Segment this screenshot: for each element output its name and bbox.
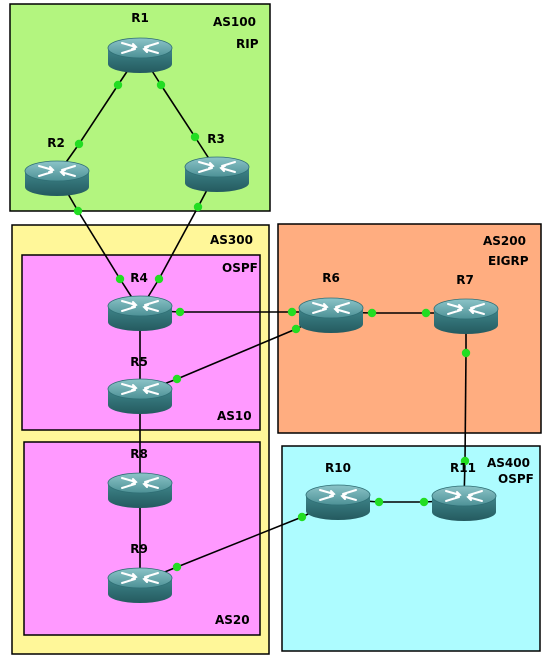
port-r7-r11-0[interactable] (461, 348, 471, 358)
port-r2-r4-0[interactable] (73, 206, 83, 216)
port-r10-r11-0[interactable] (374, 497, 384, 507)
zone-as400-subtitle: OSPF (498, 472, 534, 486)
router-arrows-icon (198, 161, 236, 173)
router-r10[interactable]: R10 (305, 461, 371, 520)
router-arrows-icon (445, 490, 483, 502)
router-label-r3: R3 (207, 132, 225, 146)
router-arrows-icon (121, 383, 159, 395)
ports (73, 80, 471, 572)
port-r6-r7-1[interactable] (421, 308, 431, 318)
zone-as400 (281, 445, 541, 652)
zone-as200-subtitle: EIGRP (488, 254, 529, 268)
router-arrows-icon (121, 572, 159, 584)
router-label-r7: R7 (456, 273, 474, 287)
zone-as20 (23, 441, 261, 636)
zone-as200-title: AS200 (483, 234, 526, 248)
router-r5[interactable]: R5 (107, 355, 173, 414)
port-r1-r2-1[interactable] (74, 139, 84, 149)
router-top (107, 378, 173, 400)
router-top (431, 485, 497, 507)
router-label-r2: R2 (47, 136, 65, 150)
router-label-r11: R11 (450, 461, 476, 475)
port-r1-r2-0[interactable] (113, 80, 123, 90)
zone-as400-title: AS400 (487, 456, 530, 470)
router-label-r4: R4 (130, 271, 148, 285)
port-r7-r11-1[interactable] (460, 456, 470, 466)
router-top (107, 567, 173, 589)
router-r9[interactable]: R9 (107, 542, 173, 603)
port-r1-r3-1[interactable] (190, 132, 200, 142)
router-top (184, 156, 250, 178)
zone-as200 (277, 223, 542, 434)
link-r2-r4 (77, 210, 121, 280)
link-r1-r3 (160, 84, 196, 138)
link-r9-r10 (176, 516, 303, 568)
router-label-r8: R8 (130, 447, 148, 461)
router-r8[interactable]: R8 (107, 447, 173, 508)
port-r9-r10-0[interactable] (172, 562, 182, 572)
zone-as100-title: AS100 (213, 15, 256, 29)
router-arrows-icon (319, 489, 357, 501)
router-r1[interactable]: R1 (107, 11, 173, 73)
router-arrows-icon (121, 42, 159, 54)
zone-as100-subtitle: RIP (236, 37, 259, 51)
router-arrows-icon (312, 302, 350, 314)
router-arrows-icon (38, 165, 76, 177)
router-r4[interactable]: R4 (107, 271, 173, 331)
port-r9-r10-1[interactable] (297, 512, 307, 522)
link-r5-r6 (176, 328, 297, 380)
router-top (107, 37, 173, 59)
router-arrows-icon (121, 477, 159, 489)
router-top (305, 484, 371, 506)
router-top (107, 295, 173, 317)
router-r11[interactable]: R11 (431, 461, 497, 521)
router-r2[interactable]: R2 (24, 136, 90, 196)
zone-as10-subtitle: OSPF (222, 261, 258, 275)
router-arrows-icon (121, 300, 159, 312)
zones: AS100 RIP AS300 OSPF AS10 AS20 AS200 EIG… (9, 3, 542, 655)
zone-as10-title: AS10 (217, 409, 252, 423)
link-r1-r2 (78, 84, 119, 145)
link-r7-r11 (464, 352, 467, 462)
port-r4-r6-1[interactable] (287, 307, 297, 317)
port-r3-r4-1[interactable] (154, 274, 164, 284)
port-r5-r6-0[interactable] (172, 374, 182, 384)
port-r1-r3-0[interactable] (156, 80, 166, 90)
router-r3[interactable]: R3 (184, 132, 250, 192)
zone-as300-title: AS300 (210, 233, 253, 247)
router-arrows-icon (447, 303, 485, 315)
router-label-r9: R9 (130, 542, 148, 556)
router-top (24, 160, 90, 182)
port-r10-r11-1[interactable] (419, 497, 429, 507)
port-r5-r6-1[interactable] (291, 324, 301, 334)
router-label-r10: R10 (325, 461, 351, 475)
router-top (298, 297, 364, 319)
router-top (433, 298, 499, 320)
port-r2-r4-1[interactable] (115, 274, 125, 284)
zone-as20-title: AS20 (215, 613, 250, 627)
link-r3-r4 (158, 206, 199, 280)
router-r6[interactable]: R6 (298, 271, 364, 333)
router-label-r6: R6 (322, 271, 340, 285)
port-r6-r7-0[interactable] (367, 308, 377, 318)
port-r3-r4-0[interactable] (193, 202, 203, 212)
port-r4-r6-0[interactable] (175, 307, 185, 317)
router-label-r1: R1 (131, 11, 149, 25)
router-r7[interactable]: R7 (433, 273, 499, 334)
router-label-r5: R5 (130, 355, 148, 369)
router-top (107, 472, 173, 494)
